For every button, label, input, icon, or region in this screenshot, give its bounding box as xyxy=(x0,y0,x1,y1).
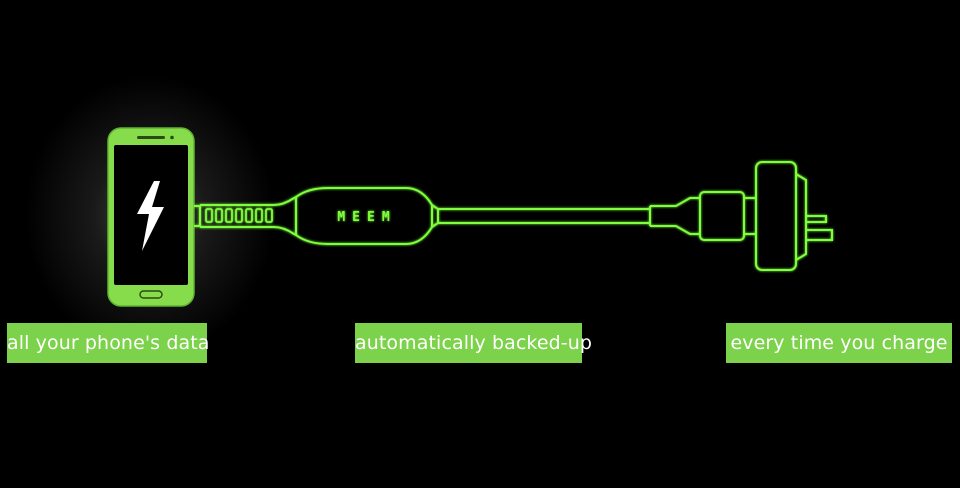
caption-every-charge: every time you charge xyxy=(726,323,952,363)
caption-backed-up: automatically backed-up xyxy=(355,323,592,363)
cable-logo: MEEM xyxy=(337,210,396,225)
wall-adapter-side xyxy=(795,173,807,261)
wall-adapter xyxy=(755,161,797,271)
lightning-bolt-icon xyxy=(137,181,164,251)
adapter-prong-bottom xyxy=(806,229,833,241)
caption-phone-data: all your phone's data xyxy=(7,323,209,363)
usb-connector xyxy=(699,191,745,241)
phone-speaker xyxy=(137,136,165,139)
cable-ribs xyxy=(205,208,273,223)
phone-home-button xyxy=(139,290,163,299)
adapter-prong-top xyxy=(806,215,827,223)
phone-connector xyxy=(194,205,201,227)
plug-strain-relief xyxy=(649,197,700,235)
cable-wire xyxy=(438,208,650,224)
meem-cable xyxy=(194,161,833,271)
cable-strain-relief xyxy=(200,196,297,236)
phone-camera xyxy=(170,135,174,140)
usb-connector-tip xyxy=(744,197,757,235)
smartphone xyxy=(107,127,195,307)
